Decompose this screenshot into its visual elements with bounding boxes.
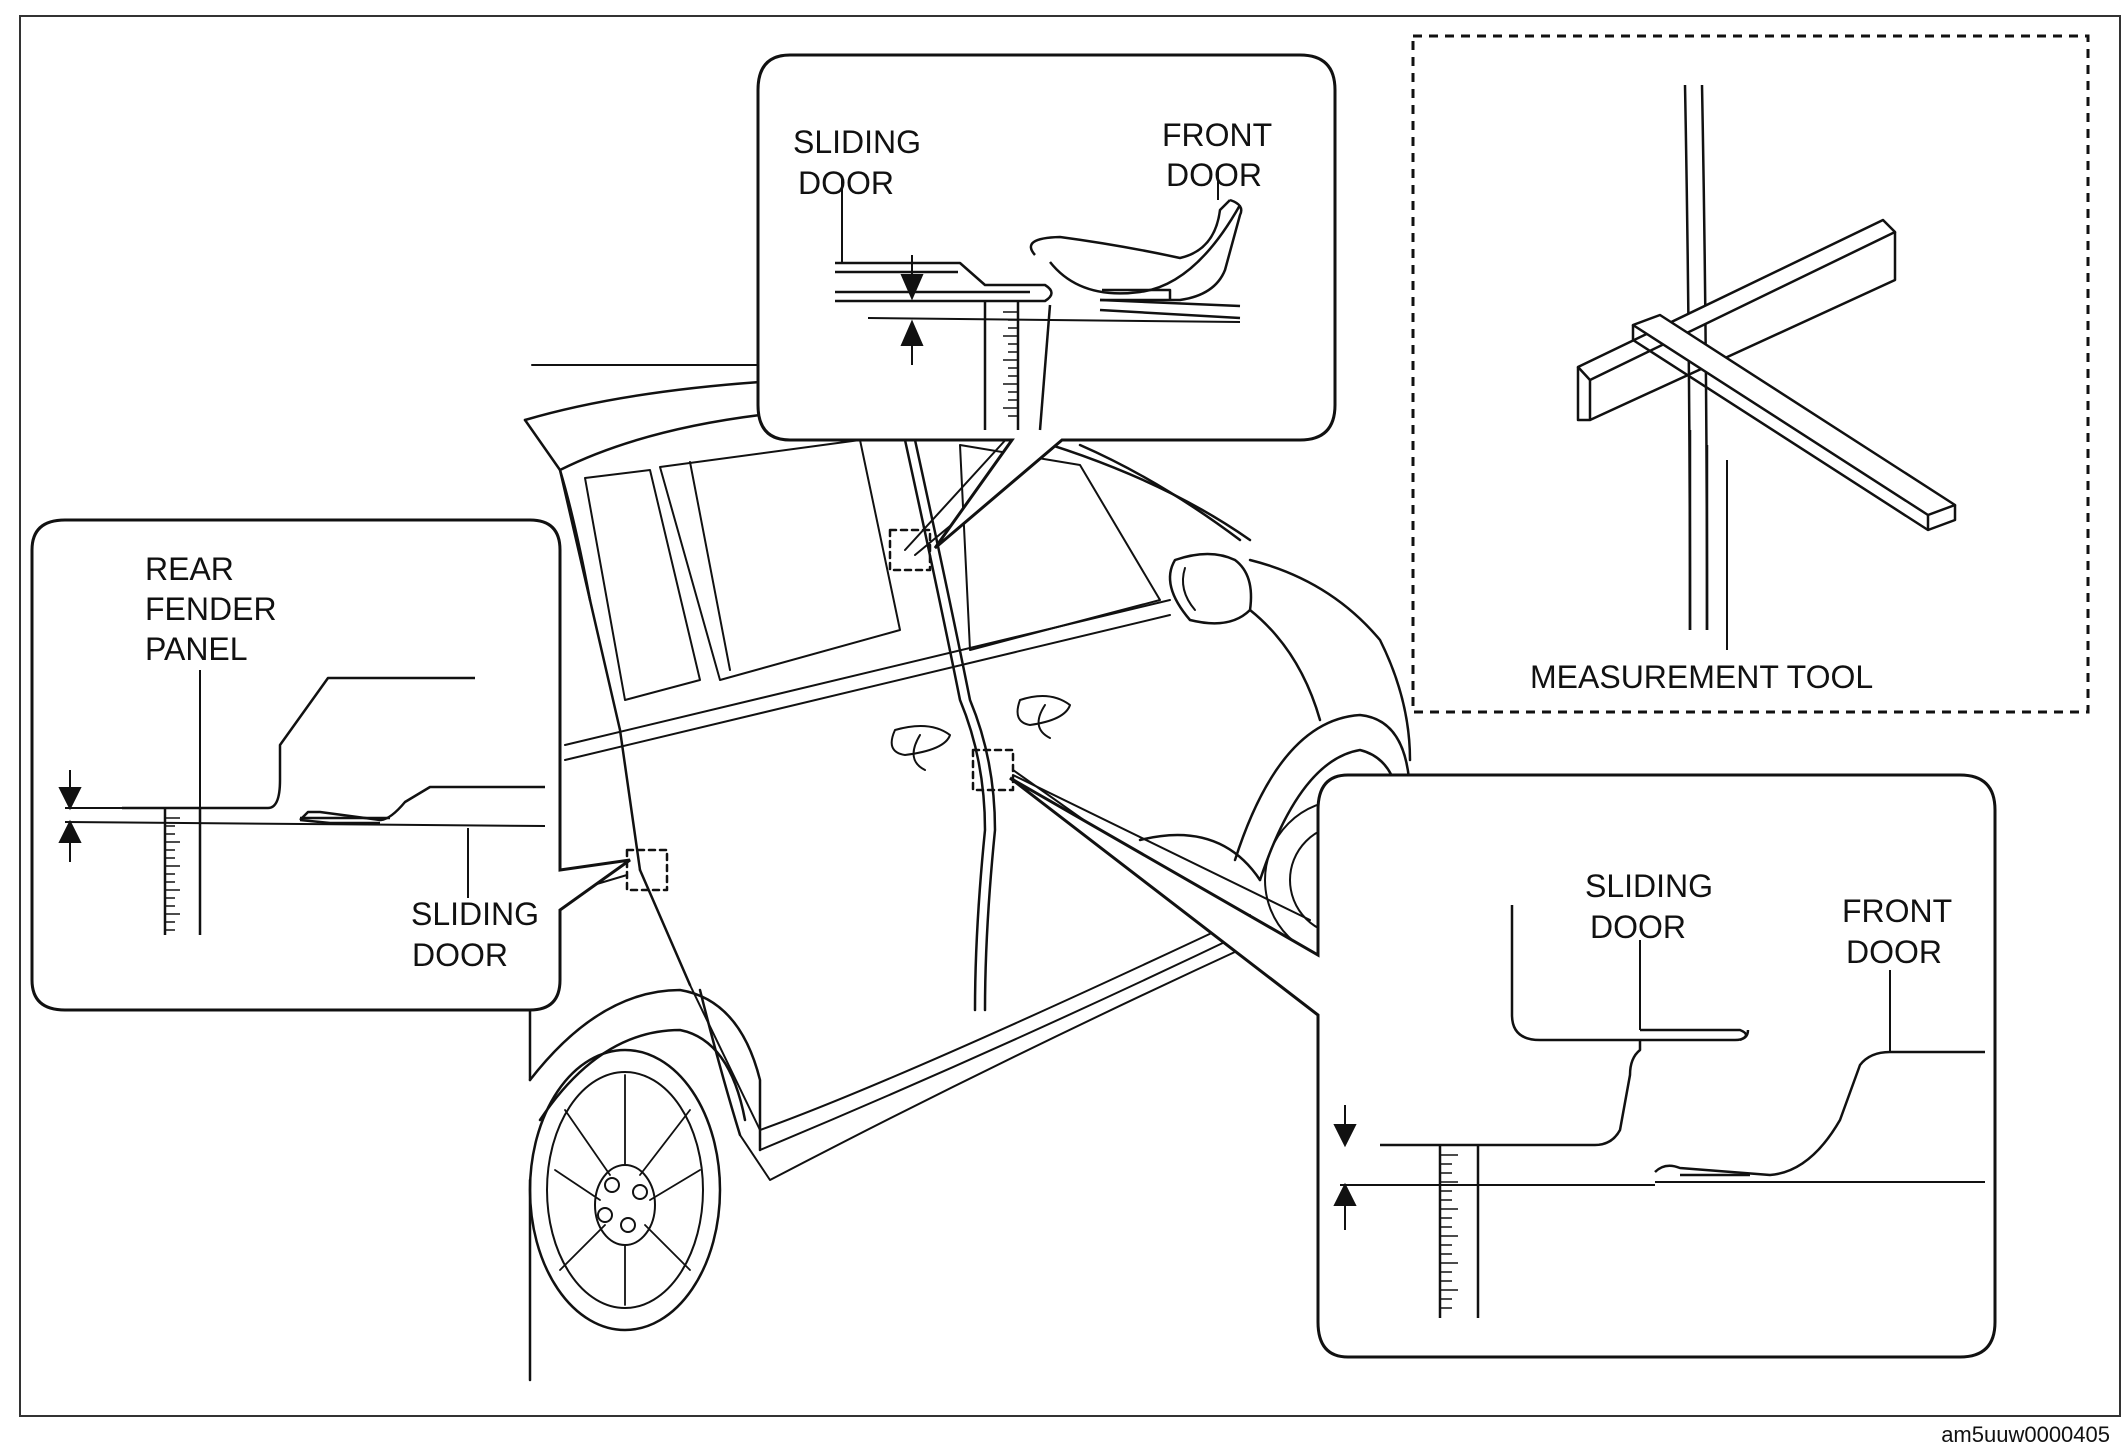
label-measurement-tool: MEASUREMENT TOOL <box>1530 659 1873 695</box>
label-line: DOOR <box>1590 909 1686 945</box>
measurement-tool-inset: MEASUREMENT TOOL <box>1411 34 2090 714</box>
callout-left: REAR FENDER PANEL SLIDING DOOR <box>30 518 631 1012</box>
label-line: REAR <box>145 551 234 587</box>
outer-frame <box>19 15 2121 1417</box>
label-line: FRONT <box>1842 893 1952 929</box>
label-line: SLIDING <box>793 124 921 160</box>
figure-code: am5uuw0000405 <box>1941 1422 2110 1447</box>
car-illustration <box>523 364 1426 1382</box>
label-line: PANEL <box>145 631 248 667</box>
label-front-door-right: FRONT DOOR <box>1842 893 1961 970</box>
label-line: SLIDING <box>1585 868 1713 904</box>
label-line: SLIDING <box>411 896 539 932</box>
label-line: DOOR <box>412 937 508 973</box>
label-sliding-door-left: SLIDING DOOR <box>411 896 548 973</box>
label-line: DOOR <box>1846 934 1942 970</box>
label-sliding-door-right: SLIDING DOOR <box>1585 868 1722 945</box>
label-line: FENDER <box>145 591 277 627</box>
label-front-door-center: FRONT DOOR <box>1162 117 1281 193</box>
label-line: FRONT <box>1162 117 1272 153</box>
callout-center-top: SLIDING DOOR FRONT DOOR <box>756 53 1337 550</box>
label-line: DOOR <box>798 165 894 201</box>
callout-right-bottom: SLIDING DOOR FRONT DOOR <box>1009 773 1997 1359</box>
label-line: DOOR <box>1166 157 1262 193</box>
label-rear-fender-panel: REAR FENDER PANEL <box>145 551 285 667</box>
label-sliding-door-center: SLIDING DOOR <box>793 124 930 201</box>
